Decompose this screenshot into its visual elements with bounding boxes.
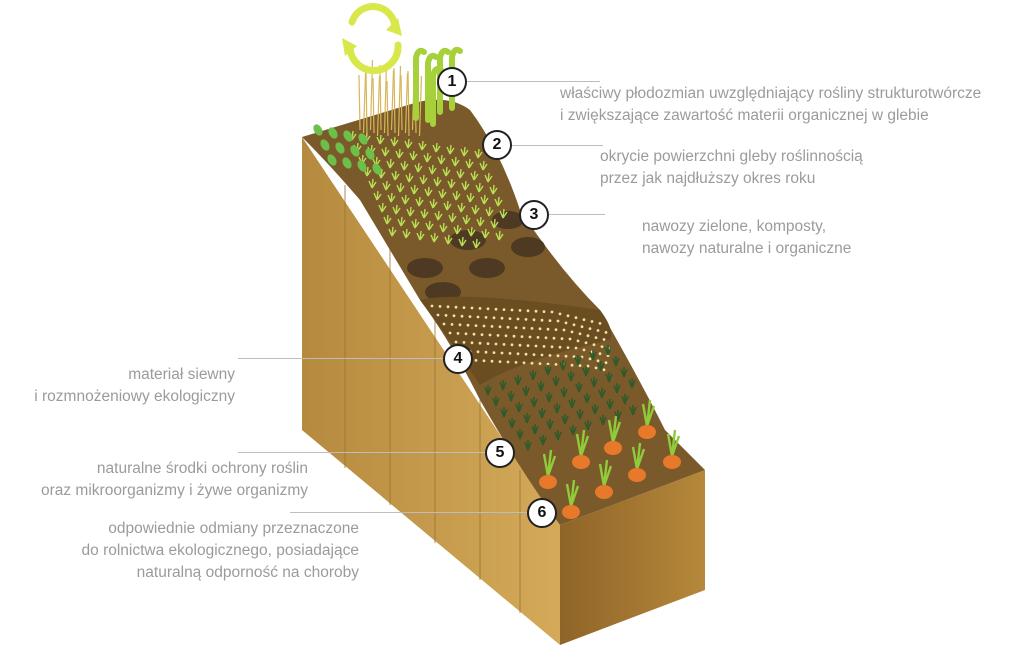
label-4: materiał siewny i rozmnożeniowy ekologic… bbox=[34, 364, 235, 408]
label-6-line-3: naturalną odporność na choroby bbox=[136, 564, 359, 581]
label-2: okrycie powierzchni gleby roślinnością p… bbox=[600, 146, 863, 190]
label-3-line-1: nawozy zielone, komposty, bbox=[642, 218, 827, 235]
dark-seedlings bbox=[484, 345, 637, 451]
crop-rotation-cycle-icon bbox=[342, 3, 402, 75]
label-2-line-1: okrycie powierzchni gleby roślinnością bbox=[600, 148, 863, 165]
badge-6: 6 bbox=[527, 498, 557, 528]
label-6: odpowiednie odmiany przeznaczone do roln… bbox=[82, 518, 359, 584]
label-3-line-2: nawozy naturalne i organiczne bbox=[642, 240, 852, 257]
label-1: właściwy płodozmian uwzględniający rośli… bbox=[560, 83, 981, 127]
strata-lines bbox=[344, 185, 521, 613]
leader-line-2 bbox=[508, 145, 603, 146]
compost-piles bbox=[407, 211, 545, 302]
label-4-line-2: i rozmnożeniowy ekologiczny bbox=[34, 388, 235, 405]
leader-line-3 bbox=[545, 214, 605, 215]
leader-line-4 bbox=[238, 358, 446, 359]
label-3: nawozy zielone, komposty, nawozy natural… bbox=[642, 216, 851, 260]
leader-line-6 bbox=[290, 512, 530, 513]
badge-3: 3 bbox=[519, 200, 549, 230]
label-1-line-2: i zwiększające zawartość materii organic… bbox=[560, 107, 929, 124]
leader-line-1 bbox=[463, 81, 600, 82]
carrots bbox=[539, 399, 681, 519]
badge-4: 4 bbox=[443, 344, 473, 374]
label-6-line-2: do rolnictwa ekologicznego, posiadające bbox=[81, 542, 359, 559]
label-4-line-1: materiał siewny bbox=[128, 366, 235, 383]
badge-5: 5 bbox=[485, 438, 515, 468]
label-5-line-1: naturalne środki ochrony roślin bbox=[96, 460, 308, 477]
block-front-face bbox=[560, 470, 705, 645]
block-side-face bbox=[302, 137, 560, 645]
label-5-line-2: oraz mikroorganizmy i żywe organizmy bbox=[40, 482, 308, 499]
green-leaves bbox=[313, 124, 382, 175]
label-2-line-2: przez jak najdłuższy okres roku bbox=[600, 170, 816, 187]
badge-1: 1 bbox=[437, 67, 467, 97]
cover-crop-sprouts bbox=[348, 130, 508, 249]
label-1-line-1: właściwy płodozmian uwzględniający rośli… bbox=[560, 85, 982, 102]
rotation-crops bbox=[358, 46, 463, 137]
label-5: naturalne środki ochrony roślin oraz mik… bbox=[41, 458, 308, 502]
label-6-line-1: odpowiednie odmiany przeznaczone bbox=[108, 520, 359, 537]
badge-2: 2 bbox=[482, 130, 512, 160]
leader-line-5 bbox=[238, 452, 488, 453]
